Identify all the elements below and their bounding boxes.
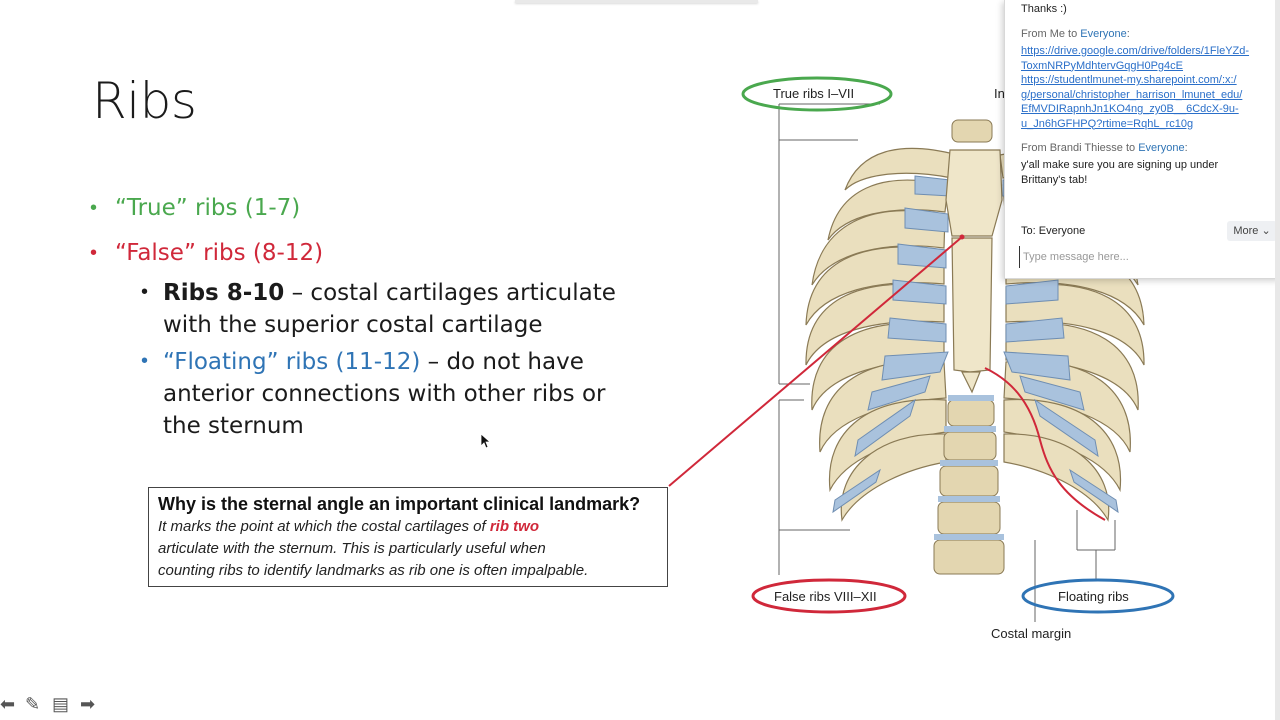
ribs-8-10-label: Ribs 8-10 — [163, 280, 285, 306]
partial-label: In — [994, 86, 1005, 101]
ribs-8-10-text-2: with the superior costal cartilage — [163, 312, 543, 338]
chat-panel: Thanks :) From Me to Everyone: https://d… — [1004, 0, 1280, 279]
false-ribs-label: False ribs VIII–XII — [774, 589, 877, 604]
bullet-dot: • — [141, 281, 149, 303]
floating-ribs-text: – do not have — [420, 349, 584, 375]
slides-icon[interactable]: ▤ — [52, 694, 70, 714]
chat-link-sp-line2: g/personal/christopher_harrison_lmunet_e… — [1021, 88, 1243, 101]
costal-margin-label: Costal margin — [991, 626, 1072, 641]
chat-link-drive[interactable]: https://drive.google.com/drive/folders/1… — [1021, 45, 1249, 72]
bullet-floating-ribs: “Floating” ribs (11-12) – do not have an… — [163, 346, 683, 442]
chat-message-input[interactable]: Type message here... — [1019, 246, 1273, 268]
floating-ribs-text-3: the sternum — [163, 413, 304, 439]
top-bar — [515, 0, 758, 3]
chat-message-thanks: Thanks :) — [1021, 3, 1067, 15]
chat-link-sp-line1: https://studentlmunet-my.sharepoint.com/… — [1021, 74, 1237, 86]
floating-ribs-ellipse — [1021, 578, 1175, 614]
sternum — [945, 149, 1003, 394]
slide-title: Ribs — [92, 72, 197, 130]
floating-ribs-label: “Floating” ribs (11-12) — [163, 349, 421, 375]
callout-answer-part1: It marks the point at which the costal c… — [158, 518, 490, 535]
chat-brandi-line1: y'all make sure you are signing up under — [1021, 159, 1219, 171]
ribs — [805, 147, 1145, 522]
chat-brandi-line2: Brittany's tab! — [1021, 174, 1088, 186]
chat-message-header: From Me to Everyone: — [1021, 28, 1130, 40]
floating-ribs-label: Floating ribs — [1058, 589, 1129, 604]
bullet-true-ribs: “True” ribs (1-7) — [115, 195, 301, 221]
sternal-angle-marker — [959, 234, 965, 240]
callout-question: Why is the sternal angle an important cl… — [158, 494, 641, 514]
more-button-label: More — [1233, 225, 1259, 237]
chat-to-label: To: — [1021, 225, 1036, 237]
chat-link-sp-line3: EfMVDIRapnhJn1KO4ng_zy0B__6CdcX-9u- — [1021, 103, 1239, 115]
pen-icon[interactable]: ✎ — [25, 694, 41, 714]
more-button[interactable]: More ⌄ — [1227, 221, 1277, 241]
costal-margin-line — [984, 367, 1106, 521]
ribs-8-10-text: – costal cartilages articulate — [284, 280, 616, 306]
false-ribs-ellipse — [751, 578, 907, 614]
arrow-right-icon[interactable]: ➡ — [80, 694, 96, 714]
bullet-dot: • — [141, 350, 149, 372]
chat-link-sharepoint[interactable]: https://studentlmunet-my.sharepoint.com/… — [1021, 74, 1242, 130]
chat-link-drive-line1: https://drive.google.com/drive/folders/1… — [1021, 45, 1250, 57]
chat-to-select[interactable]: Everyone — [1038, 225, 1086, 237]
chat-to-row: To: Everyone — [1021, 225, 1085, 237]
chat-link-sp-line4: u_Jn6hGFHPQ?rtime=RqhL_rc10g — [1021, 117, 1194, 130]
true-ribs-label: True ribs I–VII — [773, 86, 855, 101]
clinical-landmark-callout: Why is the sternal angle an important cl… — [148, 487, 668, 587]
chat-colon-2: : — [1184, 142, 1188, 154]
true-ribs-ellipse — [741, 76, 893, 112]
bullet-ribs-8-10: Ribs 8-10 – costal cartilages articulate… — [163, 277, 683, 341]
callout-answer: It marks the point at which the costal c… — [158, 516, 658, 582]
bullet-false-ribs: “False” ribs (8-12) — [115, 240, 324, 266]
vertebral-column — [933, 119, 1005, 575]
callout-answer-line3: counting ribs to identify landmarks as r… — [158, 562, 589, 579]
scrollbar[interactable] — [1275, 0, 1280, 720]
sternal-angle-pointer — [668, 236, 963, 487]
bullet-dot: • — [90, 197, 98, 219]
callout-highlight: rib two — [489, 518, 539, 535]
chat-links: https://drive.google.com/drive/folders/1… — [1021, 44, 1280, 131]
floating-ribs-text-2: anterior connections with other ribs or — [163, 381, 606, 407]
chat-message-brandi: y'all make sure you are signing up under… — [1021, 158, 1218, 188]
chat-message-header-2: From Brandi Thiesse to Everyone: — [1021, 142, 1188, 154]
chat-recipient-2: Everyone — [1138, 142, 1185, 154]
chevron-down-icon: ⌄ — [1261, 225, 1271, 237]
chat-colon: : — [1126, 28, 1130, 40]
bullet-dot: • — [90, 242, 98, 264]
chat-recipient: Everyone — [1080, 28, 1127, 40]
bullet-list: • “True” ribs (1-7) • “False” ribs (8-12… — [0, 0, 700, 460]
cursor-icon — [480, 433, 492, 449]
callout-answer-line2: articulate with the sternum. This is par… — [158, 540, 546, 557]
slideshow-nav: ⬅ ✎ ▤ ➡ — [0, 694, 110, 718]
intervertebral-discs — [934, 395, 1004, 540]
chat-sender-2: From Brandi Thiesse to — [1021, 142, 1139, 154]
label-brackets — [778, 103, 1116, 622]
chat-sender: From Me to — [1021, 28, 1081, 40]
arrow-left-icon[interactable]: ⬅ — [0, 694, 16, 714]
chat-link-drive-line2: ToxmNRPyMdhtervGqgH0Pg4cE — [1021, 59, 1184, 72]
